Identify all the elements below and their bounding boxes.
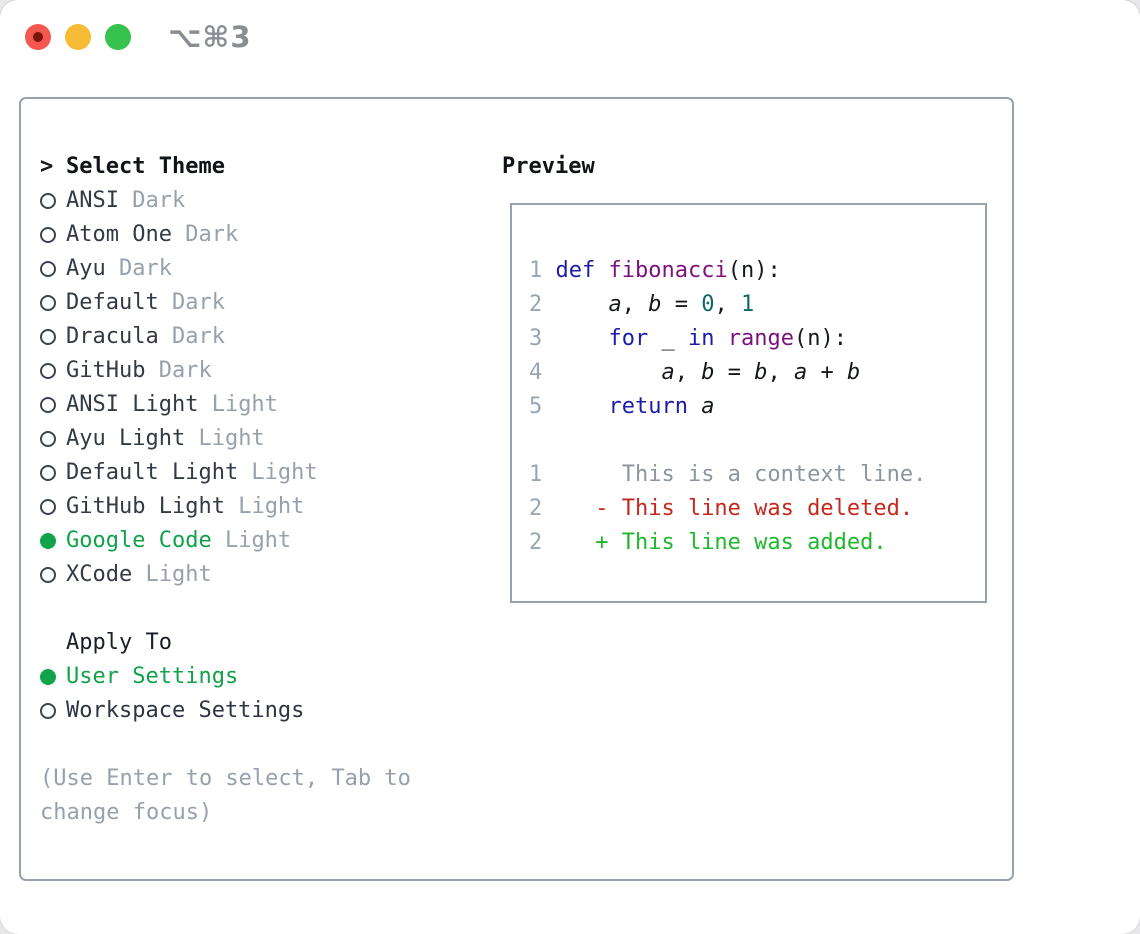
- help-text-line-1: (Use Enter to select, Tab to: [40, 766, 411, 791]
- preview-box: 1 def fibonacci(n): 2 a, b = 0, 1 3 for _ …: [510, 203, 987, 603]
- preview-line: 1 def fibonacci(n):: [529, 258, 781, 283]
- option-label: Atom One: [66, 222, 172, 247]
- apply-option-workspace-settings[interactable]: Workspace Settings: [40, 694, 490, 728]
- option-label: Google Code: [66, 528, 212, 553]
- preview-line: 2 a, b = 0, 1: [529, 292, 755, 317]
- apply-to-heading-row: Apply To: [40, 626, 490, 660]
- preview-code: 1 def fibonacci(n): 2 a, b = 0, 1 3 for _ …: [529, 220, 985, 594]
- radio-unselected-icon: [40, 431, 66, 447]
- preview-line: [529, 560, 985, 594]
- theme-option-github[interactable]: GitHub Dark: [40, 354, 490, 388]
- theme-variant-tag: Light: [211, 528, 292, 553]
- apply-option-user-settings[interactable]: User Settings: [40, 660, 490, 694]
- option-label: ANSI: [66, 188, 119, 213]
- radio-unselected-icon: [40, 295, 66, 311]
- preview-heading: Preview: [502, 154, 595, 179]
- minimize-button[interactable]: [65, 24, 91, 50]
- radio-unselected-icon: [40, 567, 66, 583]
- theme-variant-tag: Light: [132, 562, 212, 587]
- option-label: Default: [66, 290, 159, 315]
- theme-variant-tag: Dark: [158, 290, 225, 315]
- radio-unselected-icon: [40, 397, 66, 413]
- theme-option-ansi[interactable]: ANSI Dark: [40, 184, 490, 218]
- theme-option-ayu-light[interactable]: Ayu Light Light: [40, 422, 490, 456]
- theme-variant-tag: Light: [185, 426, 265, 451]
- spacer: [40, 728, 490, 762]
- zoom-button[interactable]: [105, 24, 131, 50]
- option-label: User Settings: [66, 664, 239, 689]
- option-label: Default Light: [66, 460, 239, 485]
- select-theme-heading-row: > Select Theme: [40, 150, 490, 184]
- preview-line: [529, 424, 985, 458]
- option-label: GitHub Light: [66, 494, 225, 519]
- theme-variant-tag: Light: [198, 392, 278, 417]
- preview-line: 2 + This line was added.: [529, 530, 887, 555]
- radio-selected-icon: [40, 533, 66, 549]
- radio-selected-icon: [40, 669, 66, 685]
- spacer: [40, 592, 490, 626]
- titlebar: ⌥⌘3: [0, 0, 1140, 70]
- option-label: ANSI Light: [66, 392, 199, 417]
- option-label: Ayu Light: [66, 426, 186, 451]
- radio-unselected-icon: [40, 193, 66, 209]
- preview-line: 5 return a: [529, 394, 715, 419]
- preview-line: 4 a, b = b, a + b: [529, 360, 861, 385]
- theme-option-atom-one[interactable]: Atom One Dark: [40, 218, 490, 252]
- preview-line: 2 - This line was deleted.: [529, 496, 914, 521]
- option-label: GitHub: [66, 358, 146, 383]
- radio-unselected-icon: [40, 465, 66, 481]
- theme-option-ayu[interactable]: Ayu Dark: [40, 252, 490, 286]
- theme-option-google-code[interactable]: Google Code Light: [40, 524, 490, 558]
- close-button[interactable]: [25, 24, 51, 50]
- theme-option-github-light[interactable]: GitHub Light Light: [40, 490, 490, 524]
- theme-option-dracula[interactable]: Dracula Dark: [40, 320, 490, 354]
- radio-unselected-icon: [40, 499, 66, 515]
- theme-variant-tag: Dark: [118, 188, 186, 213]
- radio-unselected-icon: [40, 261, 66, 277]
- radio-unselected-icon: [40, 363, 66, 379]
- theme-variant-tag: Dark: [145, 358, 212, 383]
- preview-line: [529, 220, 985, 254]
- radio-unselected-icon: [40, 703, 66, 719]
- window-shortcut-label: ⌥⌘3: [168, 20, 252, 54]
- theme-variant-tag: Dark: [171, 222, 239, 247]
- help-text-line-2: change focus): [40, 800, 213, 825]
- theme-option-default-light[interactable]: Default Light Light: [40, 456, 490, 490]
- theme-variant-tag: Dark: [105, 256, 172, 281]
- apply-to-heading: Apply To: [66, 630, 172, 655]
- radio-unselected-icon: [40, 329, 66, 345]
- radio-unselected-icon: [40, 227, 66, 243]
- preview-line: 1 This is a context line.: [529, 462, 927, 487]
- focus-cursor-icon: >: [40, 154, 54, 179]
- theme-variant-tag: Dark: [158, 324, 225, 349]
- theme-option-ansi-light[interactable]: ANSI Light Light: [40, 388, 490, 422]
- theme-variant-tag: Light: [238, 460, 318, 485]
- option-label: Workspace Settings: [66, 698, 305, 723]
- option-label: Dracula: [66, 324, 159, 349]
- option-label: XCode: [66, 562, 133, 587]
- select-theme-heading: Select Theme: [66, 154, 225, 179]
- theme-option-xcode[interactable]: XCode Light: [40, 558, 490, 592]
- theme-variant-tag: Light: [224, 494, 305, 519]
- option-label: Ayu: [66, 256, 106, 281]
- preview-line: 3 for _ in range(n):: [529, 326, 847, 351]
- theme-option-default[interactable]: Default Dark: [40, 286, 490, 320]
